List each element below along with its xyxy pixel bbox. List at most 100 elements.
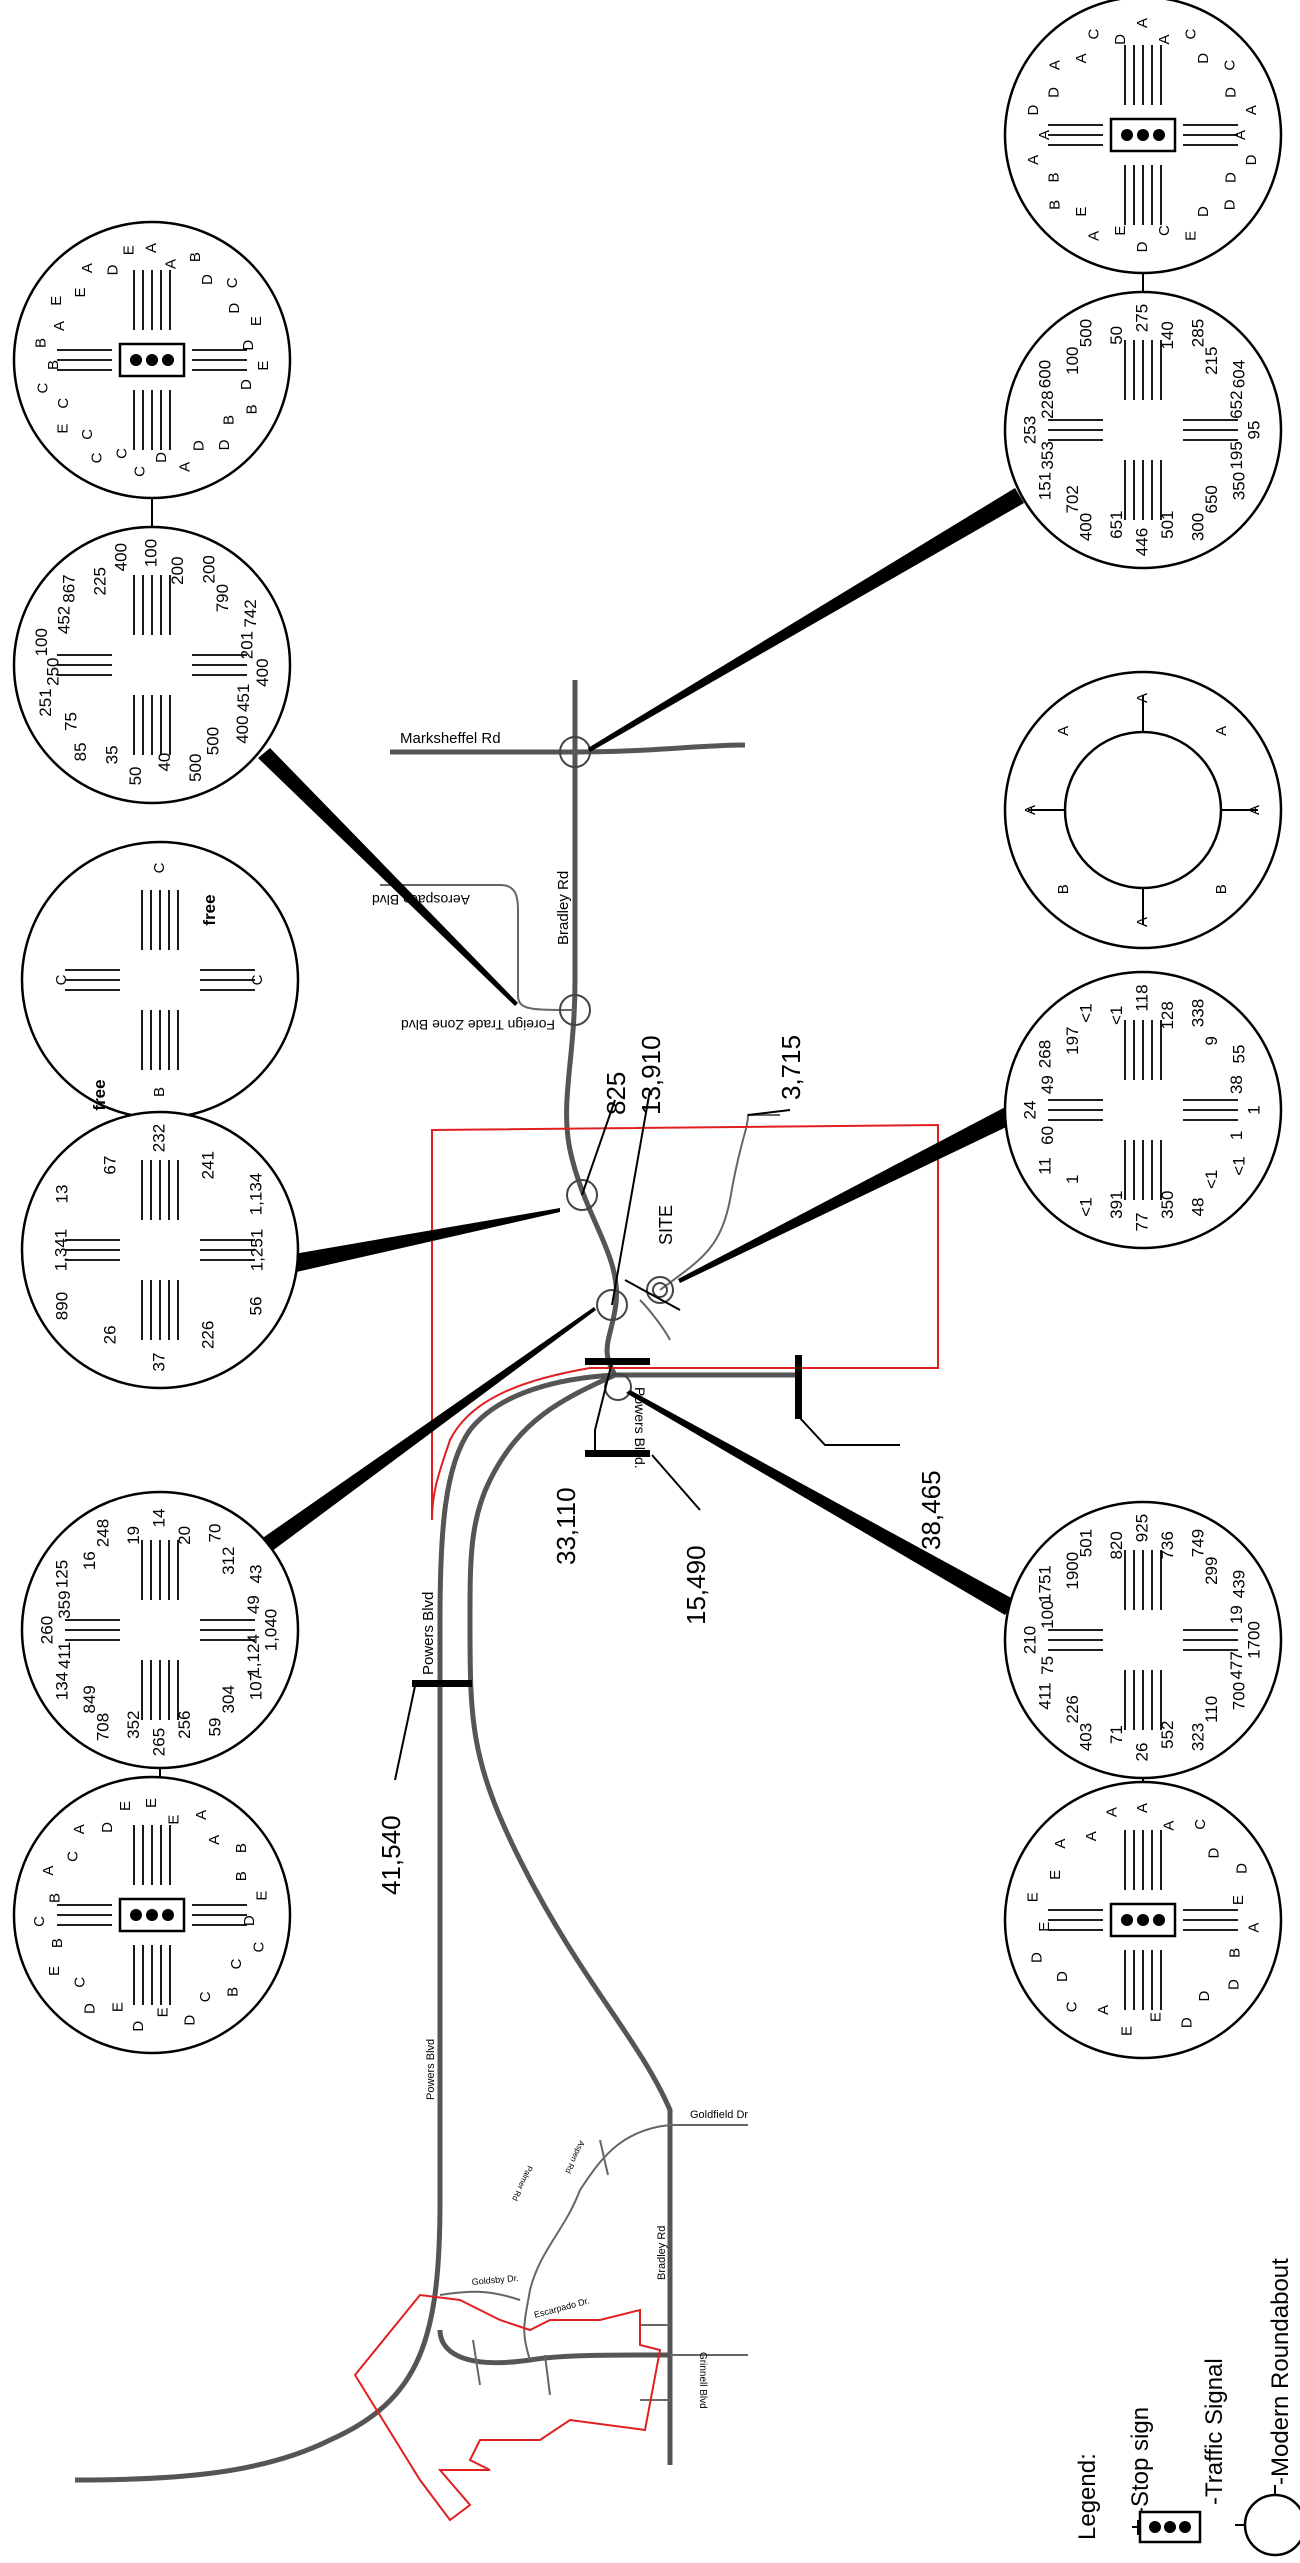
lane-group-letter: B (1213, 884, 1230, 894)
turning-volume: 26 (100, 1325, 119, 1344)
lane-group-letter: A (1052, 1839, 1069, 1849)
lane-arrows (65, 1160, 255, 1340)
lane-group-letter: E (1183, 231, 1200, 241)
lane-group-letter: C (31, 1916, 48, 1927)
turning-volume: 1700 (1244, 1621, 1263, 1659)
lane-group-letter: D (1243, 154, 1260, 165)
bradley-loop-road (467, 1372, 673, 2465)
count-stations (394, 1089, 900, 1781)
turning-volume: 256 (175, 1710, 194, 1738)
adt-33110: 33,110 (551, 1487, 581, 1565)
turning-volume: 50 (1107, 326, 1126, 345)
lane-group-letter: D (99, 1822, 116, 1833)
turning-volume: 215 (1202, 347, 1221, 375)
turning-volume: 56 (246, 1297, 265, 1316)
lane-group-letter: A (1134, 1803, 1151, 1813)
lane-arrows (57, 1825, 247, 2005)
turning-volume: 100 (1063, 347, 1082, 375)
lane-group-letter: E (109, 2002, 126, 2012)
turning-volume: 403 (1076, 1723, 1095, 1751)
turning-volume: 439 (1229, 1570, 1248, 1598)
turning-volume: 128 (1158, 1001, 1177, 1029)
lane-group-letter: A (1104, 1807, 1121, 1817)
lane-arrows (1048, 1830, 1238, 2010)
lane-group-letter: D (241, 1915, 258, 1926)
free-label: free (200, 894, 219, 925)
lane-group-letter: A (1083, 1831, 1100, 1841)
goldfield-label: Goldfield Dr (690, 2109, 748, 2121)
goldfield-dr-road (579, 2124, 748, 2191)
turning-volume: 140 (1158, 321, 1177, 349)
turning-volume: 338 (1188, 999, 1207, 1027)
powers-main-label: Powers Blvd (420, 1592, 437, 1675)
lane-group-letter: C (79, 429, 96, 440)
lane-group-letter: E (1147, 2012, 1164, 2022)
turning-volume: 600 (1035, 360, 1054, 388)
turning-volume: 359 (55, 1590, 74, 1618)
adt-38465: 38,465 (916, 1470, 946, 1550)
signal-lamp (1137, 1914, 1149, 1926)
turning-volume: 100 (32, 628, 51, 656)
lane-group-letter: E (1119, 2026, 1136, 2036)
turning-volume: 500 (186, 754, 205, 782)
turning-volume: <1 (1076, 1197, 1095, 1216)
site-middle-node (596, 1289, 628, 1321)
lane-group-letter: A (1055, 726, 1072, 736)
turning-volume: 312 (219, 1547, 238, 1575)
station-33110-tick (585, 1358, 650, 1365)
turning-volume: 225 (91, 567, 110, 595)
lane-group-letter: C (132, 466, 149, 477)
lane-group-letter: B (151, 1087, 168, 1097)
turning-volume: <1 (1076, 1003, 1095, 1022)
powers-dot-label: Powers Blvd. (632, 1387, 648, 1469)
aerospace-blvd-road (380, 884, 576, 1011)
circle-outline (1003, 970, 1283, 1250)
lane-group-letter: A (79, 263, 96, 273)
turning-volume: 67 (100, 1156, 119, 1175)
lane-group-letter: B (224, 1987, 241, 1997)
turning-volume: 275 (1132, 304, 1151, 332)
lane-group-letter: D (1222, 172, 1239, 183)
turning-volume: 446 (1132, 528, 1151, 556)
lane-group-letter: E (1112, 226, 1129, 236)
turning-volume: 197 (1063, 1027, 1082, 1055)
lane-group-letter: D (216, 439, 233, 450)
bradley-rd-road (564, 680, 619, 1377)
lane-group-letter: B (49, 1938, 66, 1948)
lane-arrows (65, 1540, 255, 1720)
lane-group-letter: A (176, 462, 193, 472)
free-label: free (90, 1079, 109, 1110)
lane-group-letter: A (1036, 130, 1053, 140)
lane-group-letter: C (64, 1851, 81, 1862)
lane-group-letter: A (143, 243, 160, 253)
turning-volume: 820 (1107, 1531, 1126, 1559)
turning-volume: 118 (1132, 984, 1151, 1011)
lane-group-letter: E (1073, 207, 1090, 217)
turning-volume: 75 (1038, 1656, 1057, 1675)
lane-group-letter: D (238, 379, 255, 390)
lane-group-letter: A (51, 321, 68, 331)
lane-group-letter: D (1054, 1971, 1071, 1982)
circle-outline (1003, 290, 1283, 570)
lane-group-letter: D (191, 440, 208, 451)
site-access-road-2 (639, 1299, 671, 1341)
lane-group-letter: C (1192, 1819, 1209, 1830)
turning-volume: 1,124 (244, 1634, 263, 1677)
lane-group-letter: D (130, 2021, 147, 2032)
turning-volume: 151 (1035, 472, 1054, 500)
turning-volume: 241 (198, 1151, 217, 1179)
lane-group-letter: E (48, 296, 65, 306)
turning-volume: 48 (1188, 1198, 1207, 1217)
signal-lamp (130, 354, 142, 366)
marksheffel-rd-road (390, 742, 746, 755)
aspen-rd-road (599, 2139, 609, 2176)
circle-outline (1003, 670, 1283, 950)
lane-group-letter: D (1028, 1952, 1045, 1963)
lane-group-letter: D (1206, 1848, 1223, 1859)
turning-volume: 323 (1188, 1723, 1207, 1751)
foreign-trade-label: Foreign Trade Zone Blvd (401, 1017, 555, 1033)
